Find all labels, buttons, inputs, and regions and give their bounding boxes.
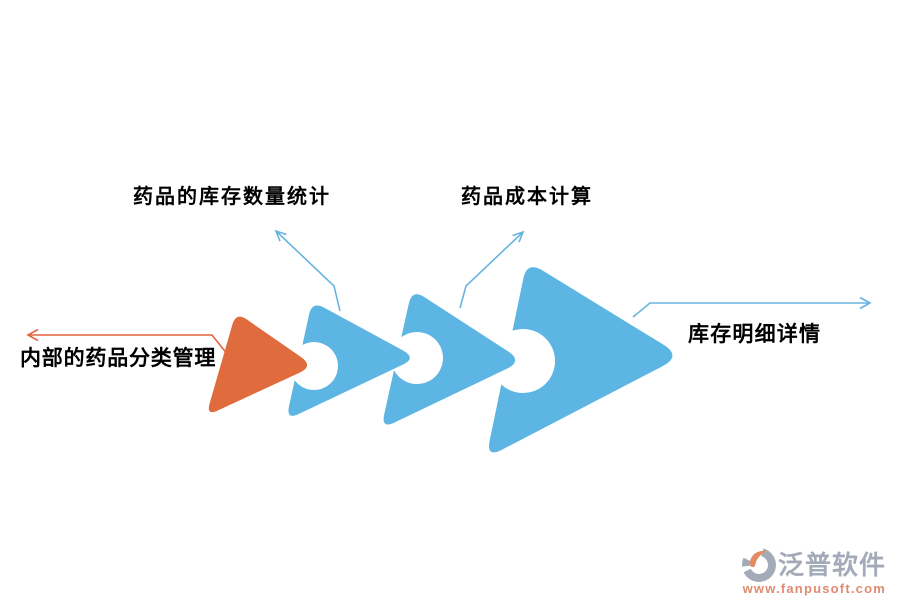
logo-ring-wedge (742, 557, 751, 567)
arrowhead-step-2 (274, 229, 287, 242)
connector-line-step-2 (275, 230, 341, 312)
step-label-classification: 内部的药品分类管理 (20, 347, 217, 370)
logo-ring-arc (743, 548, 776, 582)
chevron-step-3 (383, 294, 516, 425)
brand-row: 泛普软件 (741, 547, 886, 583)
step-label-inventory-detail: 库存明细详情 (688, 323, 822, 346)
fanpu-logo-icon (742, 548, 776, 582)
logo-leaf (749, 550, 767, 567)
connector-line-step-4 (632, 302, 870, 318)
step-label-cost-calculation: 药品成本计算 (461, 186, 593, 208)
connector-line-step-3 (459, 231, 524, 309)
chevron-step-1 (208, 316, 308, 413)
arrowhead-step-3 (512, 230, 525, 243)
brand-name: 泛普软件 (777, 549, 886, 580)
step-label-inventory-count: 药品的库存数量统计 (133, 186, 331, 208)
arrowhead-step-1 (26, 328, 39, 342)
arrowhead-step-4 (859, 296, 872, 310)
brand-watermark: 泛普软件 www.fanpusoft.com (741, 547, 886, 596)
chevron-step-2 (288, 305, 410, 416)
chevron-step-4 (489, 267, 673, 453)
brand-url: www.fanpusoft.com (742, 580, 886, 596)
connector-line-step-1 (28, 334, 229, 356)
